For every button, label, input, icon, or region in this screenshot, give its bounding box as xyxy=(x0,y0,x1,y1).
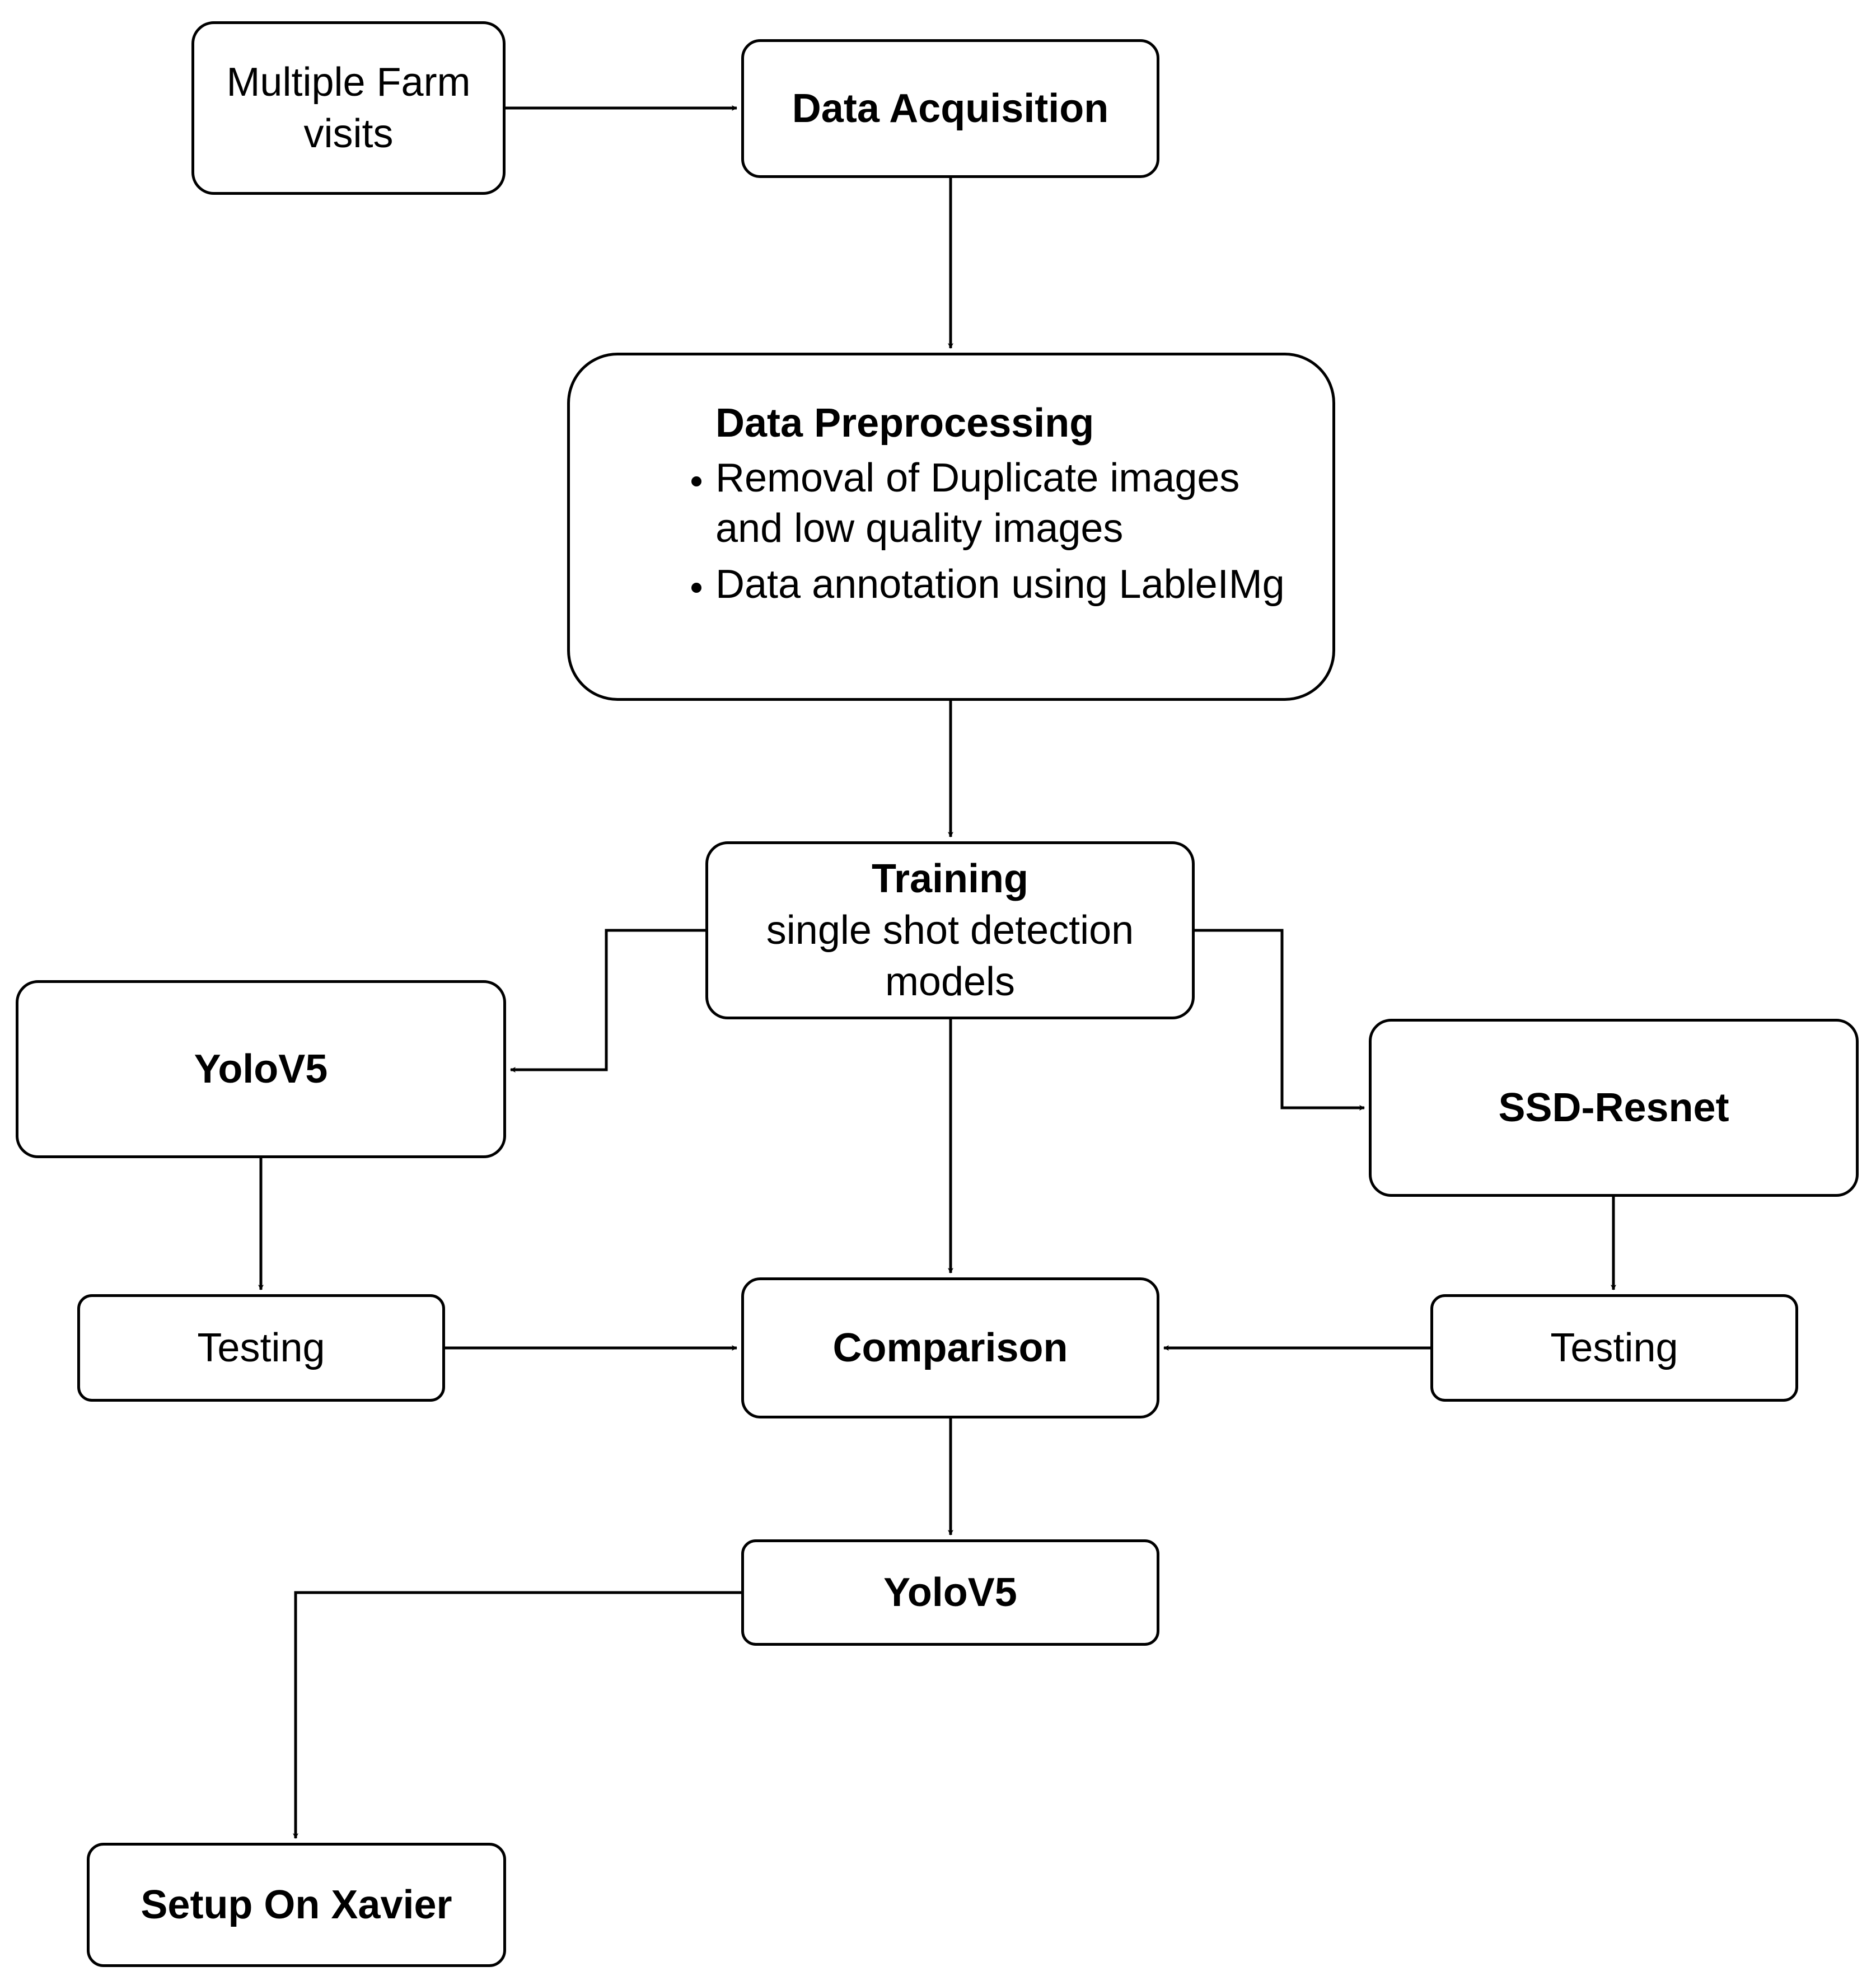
node-setup-on-xavier: Setup On Xavier xyxy=(87,1843,506,1967)
arrow-training-to-yolov5 xyxy=(510,929,705,1073)
node-title: Training xyxy=(871,856,1029,901)
node-multiple-farm-visits: Multiple Farm visits xyxy=(191,21,506,195)
node-label: Setup On Xavier xyxy=(141,1882,452,1927)
bullet-item: Removal of Duplicate images and low qual… xyxy=(715,453,1303,554)
arrow-yolov5-to-xavier xyxy=(293,1591,741,1839)
node-label: YoloV5 xyxy=(883,1570,1017,1615)
node-testing-left: Testing xyxy=(77,1294,445,1402)
node-title: Data Preprocessing xyxy=(715,401,1094,446)
node-testing-right: Testing xyxy=(1430,1294,1798,1402)
node-data-acquisition: Data Acquisition xyxy=(741,39,1159,178)
node-subtitle: single shot detection models xyxy=(766,907,1134,1005)
node-label: Multiple Farm visits xyxy=(226,59,471,156)
node-data-preprocessing: Data Preprocessing Removal of Duplicate … xyxy=(567,353,1335,701)
bullet-item: Data annotation using LableIMg xyxy=(715,559,1310,610)
bullet-list: Removal of Duplicate images and low qual… xyxy=(570,453,1310,610)
node-label: YoloV5 xyxy=(194,1046,328,1092)
node-training: Training single shot detection models xyxy=(705,841,1195,1019)
node-label: Data Acquisition xyxy=(792,86,1109,131)
node-label: Comparison xyxy=(832,1325,1068,1370)
node-label: Testing xyxy=(1550,1325,1678,1370)
node-yolov5-selected: YoloV5 xyxy=(741,1539,1159,1646)
node-label: SSD-Resnet xyxy=(1498,1085,1729,1130)
node-label: Testing xyxy=(197,1325,325,1370)
arrow-training-to-ssd-resnet xyxy=(1195,929,1365,1111)
node-comparison: Comparison xyxy=(741,1277,1159,1418)
node-yolov5: YoloV5 xyxy=(16,980,506,1158)
node-ssd-resnet: SSD-Resnet xyxy=(1369,1019,1859,1197)
